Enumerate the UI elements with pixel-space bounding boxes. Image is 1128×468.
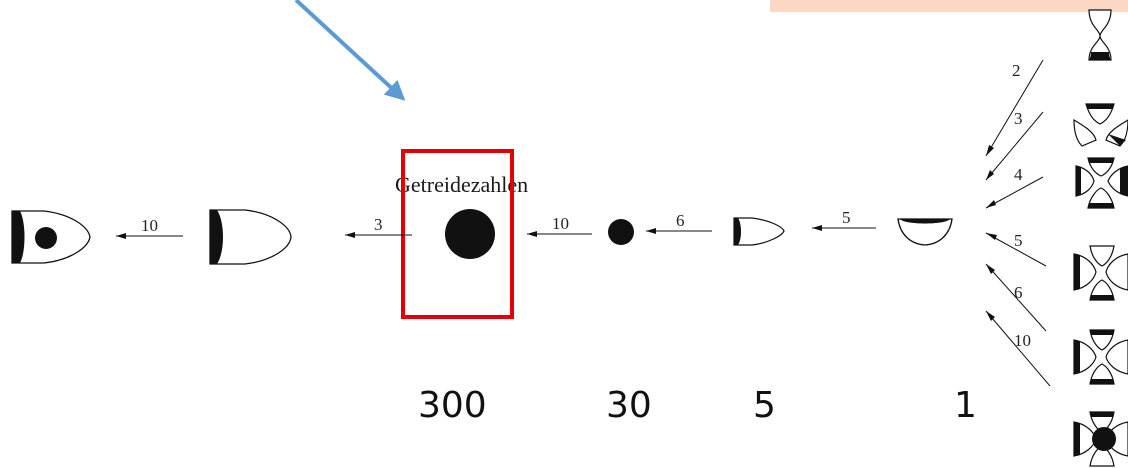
number-5: 5 — [753, 385, 776, 426]
arrow-3-left: 3 — [345, 215, 412, 238]
small-dot-icon — [608, 219, 634, 245]
cross-halfbowls-icon — [1073, 329, 1128, 385]
cross-bullets-icon — [1073, 245, 1128, 301]
side-arrow-2: 2 — [985, 59, 1044, 157]
top-banner — [770, 0, 1128, 12]
side-arrow-6: 6 — [985, 263, 1047, 332]
svg-text:2: 2 — [1012, 61, 1021, 80]
side-arrow-4: 4 — [985, 165, 1044, 209]
half-bowl-icon — [897, 218, 953, 246]
number-1: 1 — [954, 385, 977, 426]
arrow-10-left: 10 — [116, 216, 183, 239]
svg-text:5: 5 — [1014, 231, 1023, 250]
number-300: 300 — [418, 385, 487, 426]
hourglass-icon — [1088, 9, 1112, 61]
arrow-10-middle: 10 — [527, 214, 592, 237]
side-arrow-10: 10 — [985, 310, 1051, 387]
arrow-6-left: 6 — [646, 211, 712, 234]
svg-text:6: 6 — [676, 211, 685, 230]
arrow-5-left: 5 — [812, 208, 876, 231]
highlight-box — [401, 149, 514, 319]
three-lobe-icon — [1073, 103, 1128, 147]
svg-text:10: 10 — [141, 216, 158, 235]
cross-with-dot-icon — [1073, 411, 1128, 467]
four-lobe-icon — [1075, 157, 1128, 209]
small-bullet-icon — [733, 217, 785, 246]
svg-text:4: 4 — [1014, 165, 1023, 184]
svg-text:3: 3 — [374, 215, 383, 234]
svg-text:10: 10 — [1014, 331, 1031, 350]
svg-text:3: 3 — [1014, 109, 1023, 128]
diagram-title: Getreidezahlen — [395, 172, 528, 197]
svg-text:5: 5 — [842, 208, 851, 227]
svg-text:6: 6 — [1014, 283, 1023, 302]
side-arrow-5: 5 — [985, 231, 1047, 267]
pointer-arrow — [294, 0, 406, 101]
svg-text:10: 10 — [552, 214, 569, 233]
side-arrow-3: 3 — [985, 109, 1044, 181]
large-dot-icon — [445, 209, 495, 259]
bullet-icon — [209, 209, 292, 265]
number-30: 30 — [606, 385, 652, 426]
bullet-with-dot-icon — [11, 210, 91, 264]
